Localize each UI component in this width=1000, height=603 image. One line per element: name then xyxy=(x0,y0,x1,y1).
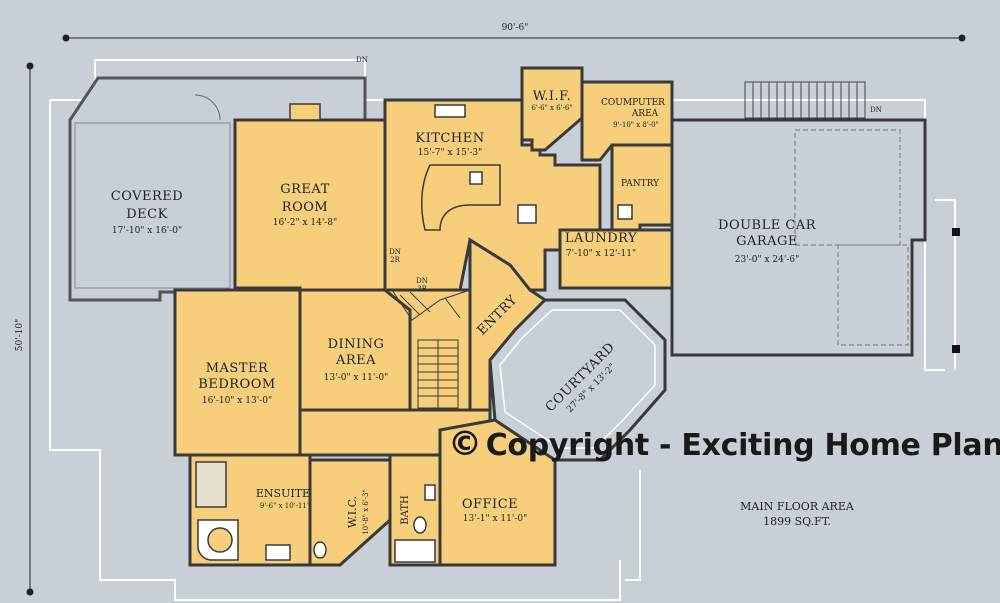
ensuite-name: ENSUITE xyxy=(256,487,310,500)
wif-area xyxy=(520,66,584,152)
computer-area-name-2: AREA xyxy=(631,109,659,119)
garage-name-1: DOUBLE CAR xyxy=(718,218,817,233)
stair-note-dn-deck: DN xyxy=(356,56,368,64)
kitchen-name: KITCHEN xyxy=(415,131,484,146)
bath-name: BATH xyxy=(400,495,411,525)
kitchen-fixtures xyxy=(289,103,633,231)
covered-deck-size: 17'-10" x 16'-0" xyxy=(112,226,182,236)
computer-area-size: 9'-10" x 8'-0" xyxy=(613,121,659,129)
dining-size: 13'-0" x 11'-0" xyxy=(324,373,388,383)
stair-note-dn-garage: DN xyxy=(870,106,882,114)
office-area xyxy=(438,418,557,567)
copyright-icon: © xyxy=(448,424,482,464)
master-name-2: BEDROOM xyxy=(198,377,275,392)
dining-name-2: AREA xyxy=(335,353,376,368)
dining-name-1: DINING xyxy=(328,337,385,352)
stairs xyxy=(391,289,471,409)
pantry-name: PANTRY xyxy=(621,179,660,189)
wic-name: W.I.C. xyxy=(346,496,359,528)
courtyard xyxy=(488,298,667,462)
area-summary-line2: 1899 SQ.FT. xyxy=(763,515,831,528)
stair-note-dn-great: DN xyxy=(389,248,401,256)
office-name: OFFICE xyxy=(462,497,518,512)
width-dimension: 90'-6" xyxy=(502,23,529,33)
copyright-text: Copyright - Exciting Home Plans xyxy=(485,428,1000,463)
master-name-1: MASTER xyxy=(206,361,269,376)
garage-size: 23'-0" x 24'-6" xyxy=(735,255,799,265)
garage xyxy=(670,81,960,357)
wif-name: W.I.F. xyxy=(533,89,572,104)
great-room-name-1: GREAT xyxy=(280,182,330,197)
stair-note-3r: 3R xyxy=(417,285,427,293)
master-size: 16'-10" x 13'-0" xyxy=(202,396,272,406)
stair-note-dn-main: DN xyxy=(416,277,428,285)
ensuite-size: 9'-6" x 10'-11" xyxy=(260,502,310,510)
laundry-name: LAUNDRY xyxy=(565,231,637,246)
wif-size: 6'-6" x 6'-6" xyxy=(531,104,572,112)
covered-deck-name-2: DECK xyxy=(126,207,168,222)
area-summary-line1: MAIN FLOOR AREA xyxy=(740,500,855,513)
dimension-lines xyxy=(26,34,966,596)
rooms xyxy=(173,66,674,567)
great-room-name-2: ROOM xyxy=(282,200,328,215)
depth-dimension: 50'-10" xyxy=(15,319,25,352)
computer-area-name-1: COUMPUTER xyxy=(601,98,665,108)
laundry-size: 7'-10" x 12'-11" xyxy=(566,249,636,259)
great-room-size: 16'-2" x 14'-8" xyxy=(273,218,337,228)
wic-area xyxy=(308,458,392,567)
stair-note-2r: 2R xyxy=(390,256,400,264)
bathroom-fixtures xyxy=(195,461,436,563)
covered-deck-name-1: COVERED xyxy=(111,189,183,204)
copyright-watermark: ©Copyright - Exciting Home Plans xyxy=(448,424,1000,464)
kitchen-size: 15'-7" x 15'-3" xyxy=(418,148,482,158)
office-size: 13'-1" x 11'-0" xyxy=(463,514,527,524)
wic-size: 10'-8" x 6'-3" xyxy=(362,489,370,535)
garage-name-2: GARAGE xyxy=(736,234,798,249)
